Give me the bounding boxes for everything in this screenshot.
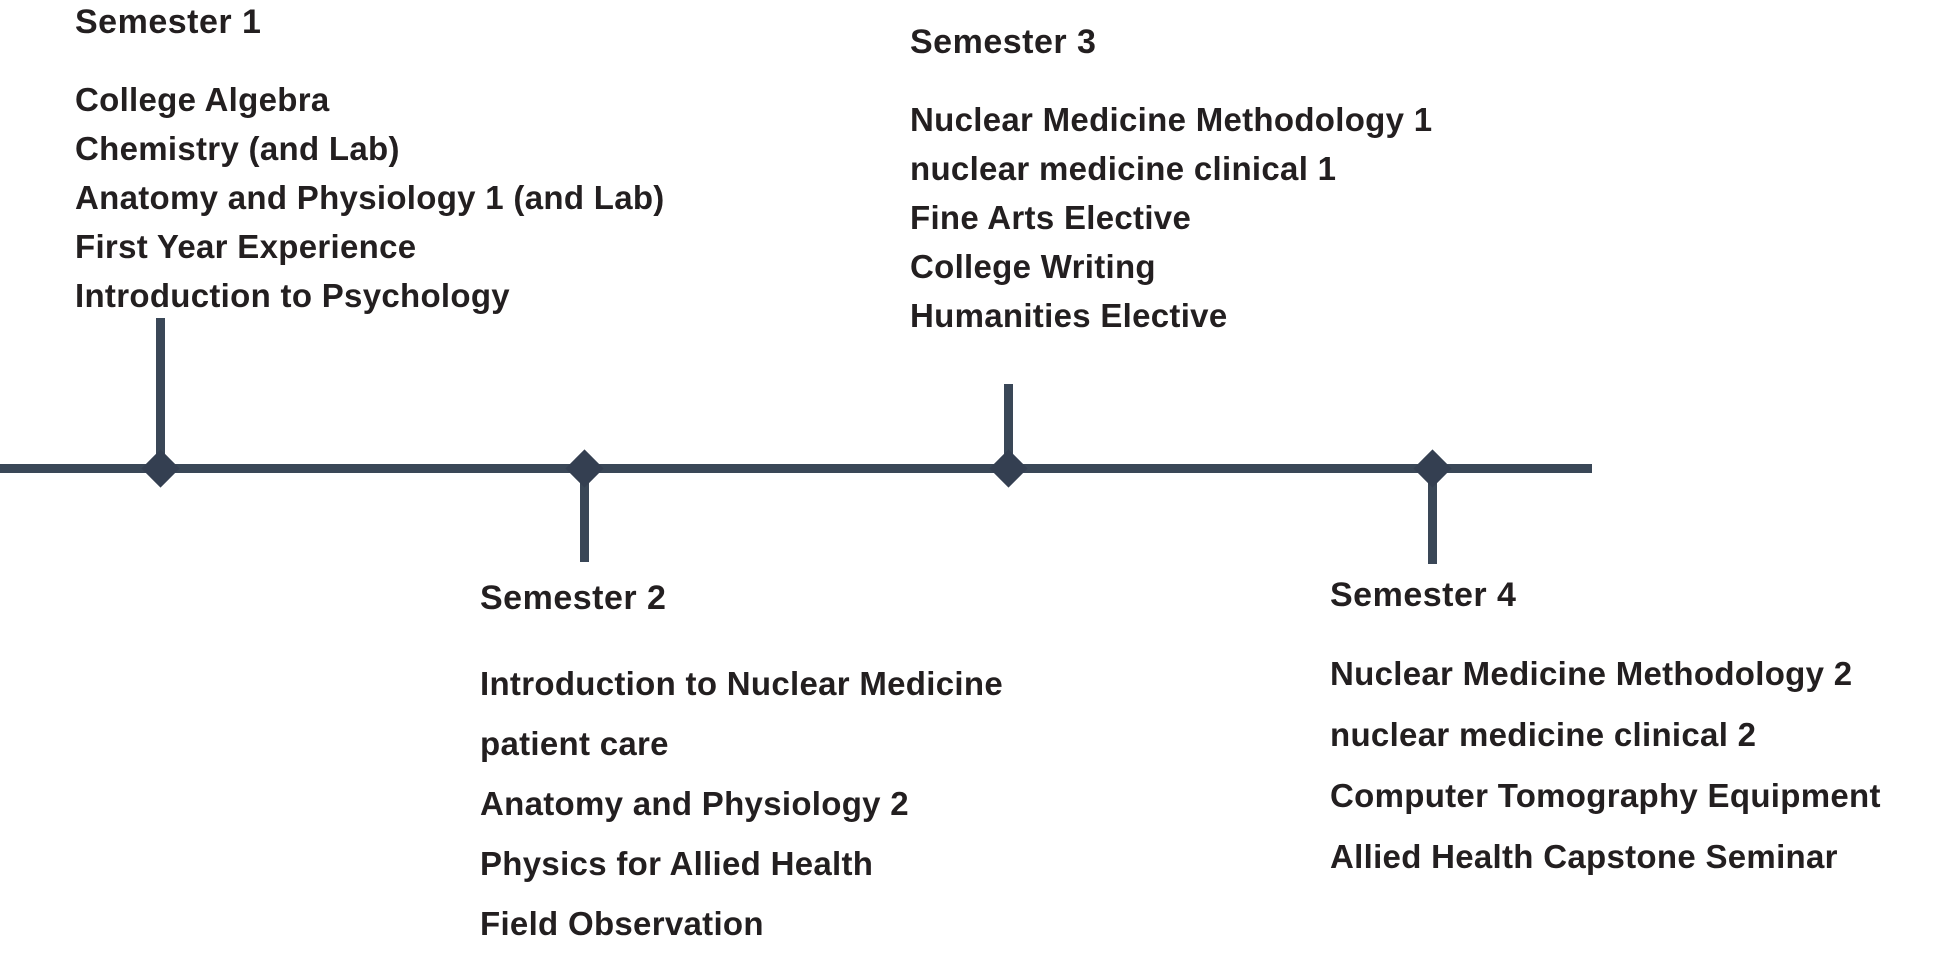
course-item: Humanities Elective: [910, 297, 1228, 334]
connector-line-semester-1: [156, 318, 165, 468]
course-item: Nuclear Medicine Methodology 2: [1330, 655, 1853, 692]
timeline-marker-diamond-2: [565, 449, 604, 488]
course-item: College Algebra: [75, 81, 330, 118]
semester-1-title: Semester 1: [75, 3, 262, 41]
semester-4-course-list: Nuclear Medicine Methodology 2 nuclear me…: [1330, 643, 1881, 887]
course-item: patient care: [480, 725, 669, 762]
semester-3-block: Semester 3 Nuclear Medicine Methodology …: [910, 22, 1432, 340]
timeline-marker-diamond-4: [1413, 449, 1452, 488]
course-item: Physics for Allied Health: [480, 845, 874, 882]
semester-4-title: Semester 4: [1330, 576, 1517, 614]
course-item: nuclear medicine clinical 1: [910, 150, 1337, 187]
course-item: Anatomy and Physiology 2: [480, 785, 909, 822]
timeline-marker-diamond-1: [141, 449, 180, 488]
semester-2-block: Semester 2 Introduction to Nuclear Medic…: [480, 578, 1003, 954]
course-item: Field Observation: [480, 905, 764, 942]
course-item: Chemistry (and Lab): [75, 130, 400, 167]
course-item: College Writing: [910, 248, 1156, 285]
course-item: Introduction to Psychology: [75, 277, 510, 314]
course-item: Nuclear Medicine Methodology 1: [910, 101, 1433, 138]
semester-3-title: Semester 3: [910, 23, 1097, 61]
connector-line-semester-2: [580, 468, 589, 562]
course-item: Allied Health Capstone Seminar: [1330, 838, 1838, 875]
course-item: Anatomy and Physiology 1 (and Lab): [75, 179, 665, 216]
connector-line-semester-3: [1004, 384, 1013, 468]
course-item: Computer Tomography Equipment: [1330, 777, 1881, 814]
semester-4-block: Semester 4 Nuclear Medicine Methodology …: [1330, 575, 1881, 887]
timeline-axis-line: [0, 464, 1592, 473]
semester-3-course-list: Nuclear Medicine Methodology 1 nuclear me…: [910, 95, 1432, 340]
semester-2-course-list: Introduction to Nuclear Medicine patient …: [480, 654, 1003, 954]
course-item: First Year Experience: [75, 228, 417, 265]
course-item: Introduction to Nuclear Medicine: [480, 665, 1003, 702]
semester-2-title: Semester 2: [480, 579, 667, 617]
course-item: Fine Arts Elective: [910, 199, 1192, 236]
timeline-marker-diamond-3: [989, 449, 1028, 488]
connector-line-semester-4: [1428, 468, 1437, 564]
course-item: nuclear medicine clinical 2: [1330, 716, 1757, 753]
